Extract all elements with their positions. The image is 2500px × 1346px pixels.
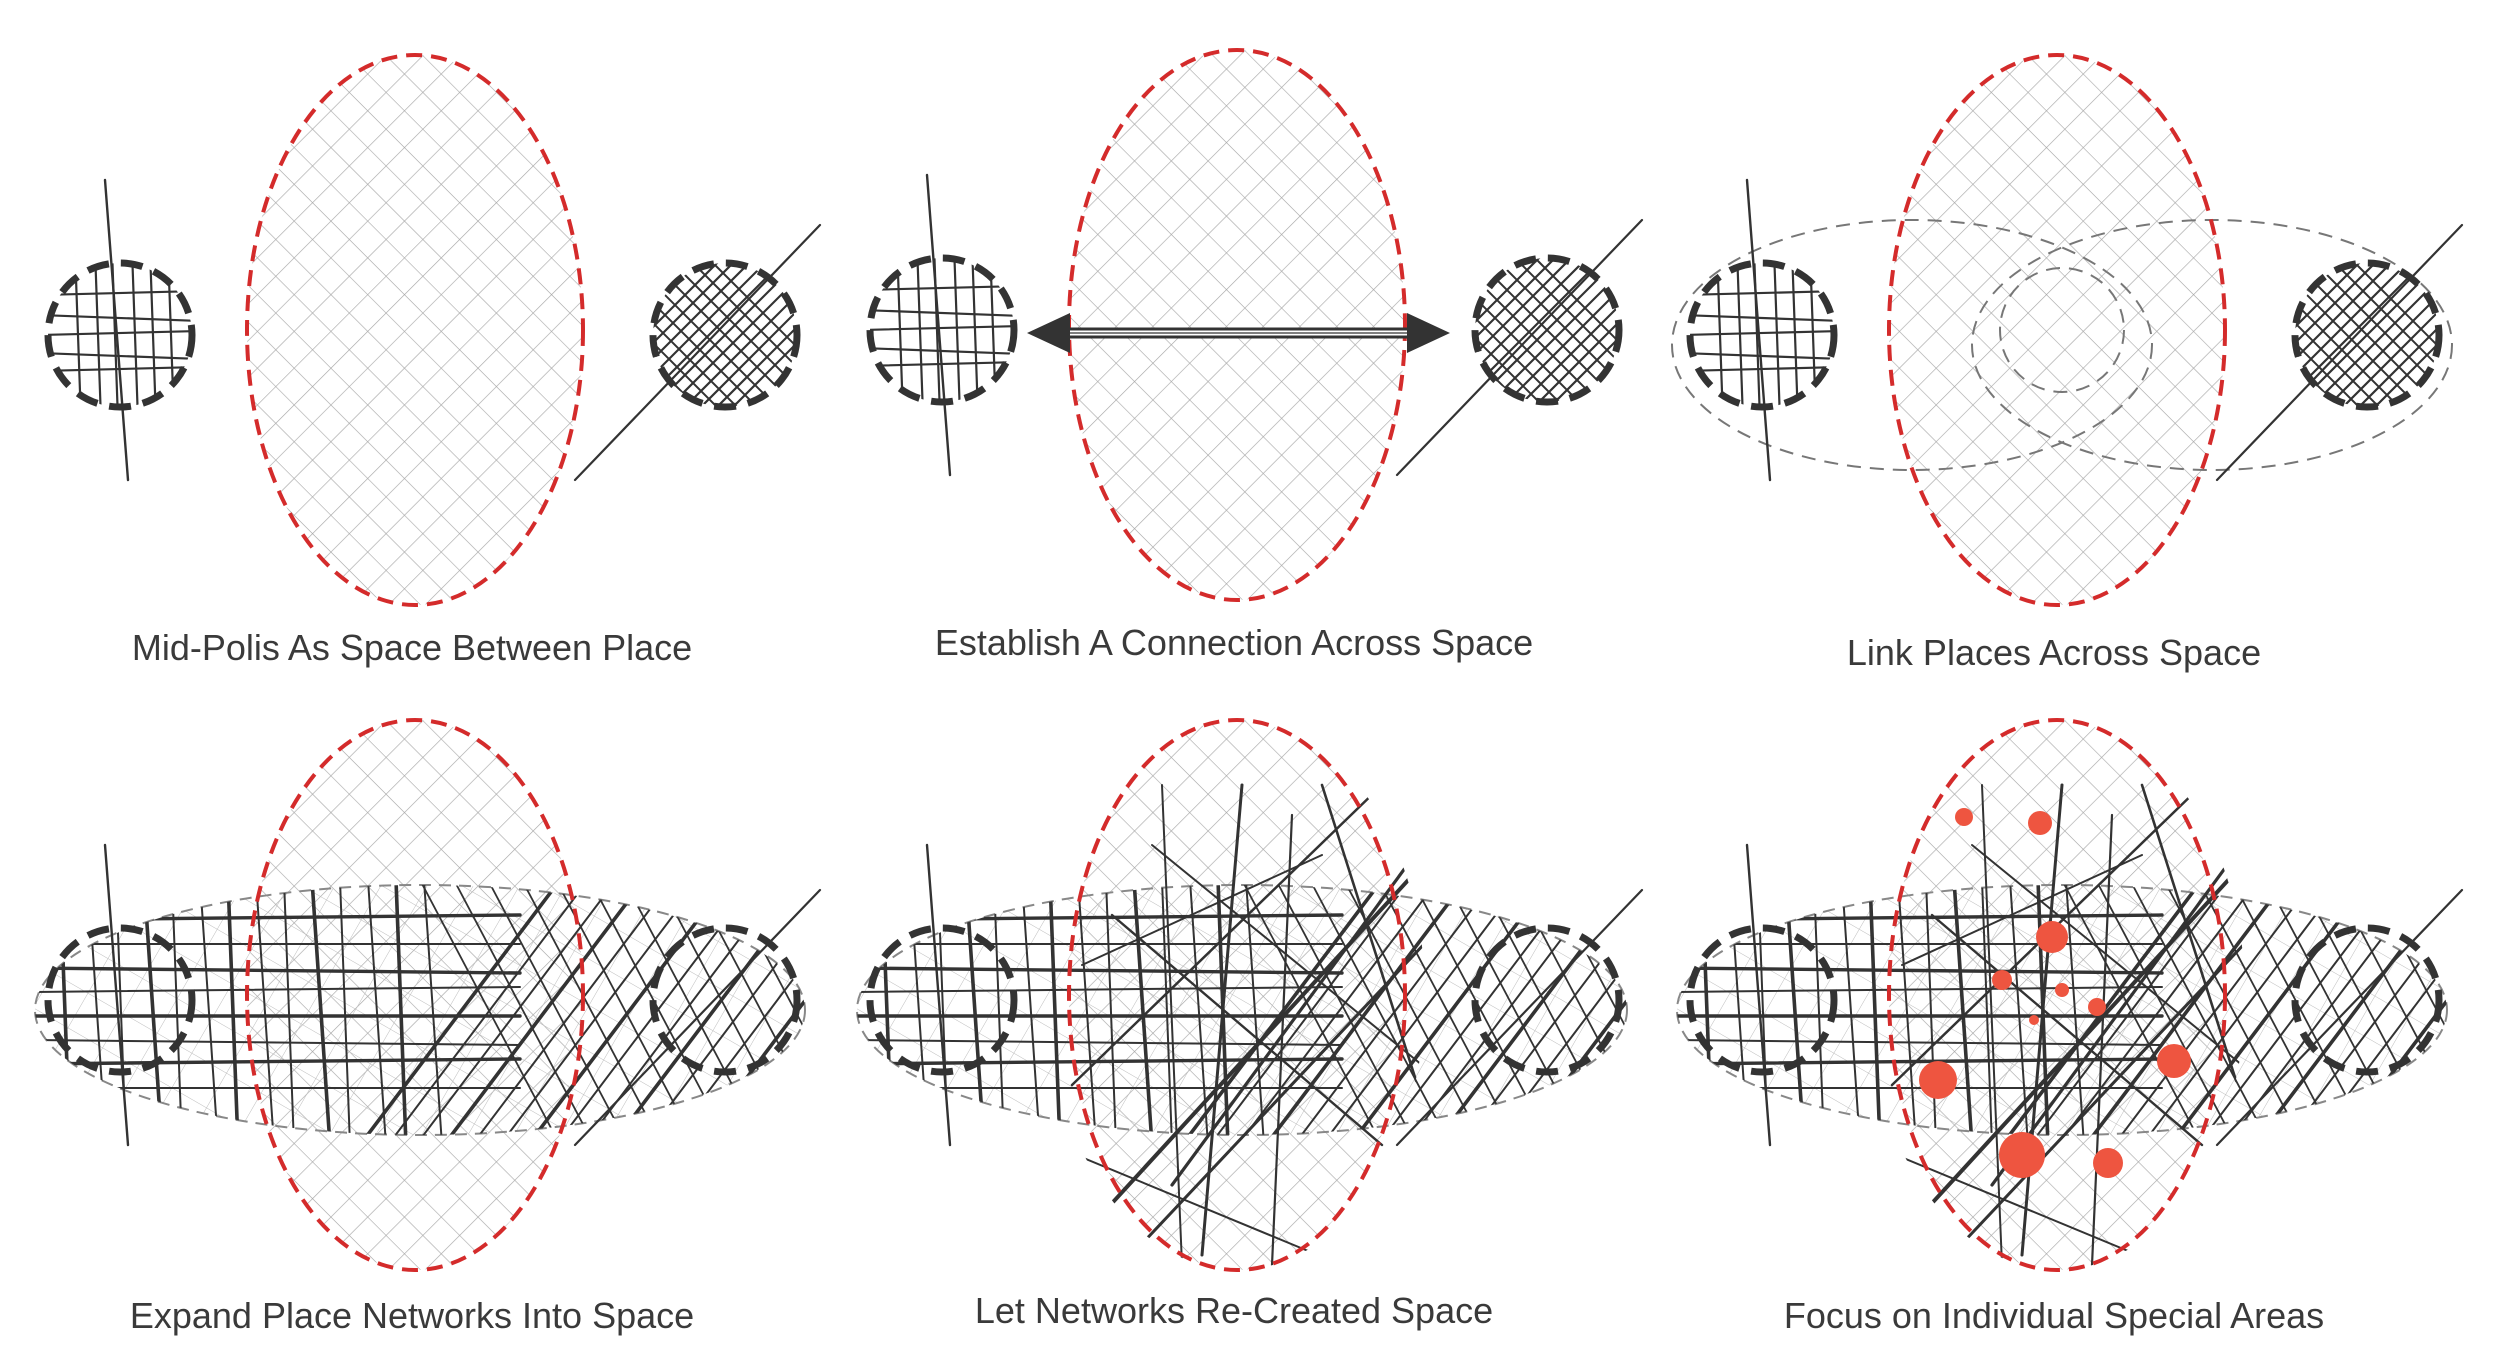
panel-6-caption: Focus on Individual Special Areas — [1784, 1295, 2324, 1336]
panel-4-artwork — [34, 718, 822, 1272]
special-area-1 — [1955, 808, 1973, 826]
space-mesh — [247, 55, 583, 605]
right-place-boundary — [1471, 924, 1623, 1076]
panel-1: Mid-Polis As Space Between Place — [44, 53, 822, 668]
space-mesh — [1069, 50, 1405, 600]
space-boundary — [245, 718, 585, 1272]
panel-5-artwork — [856, 718, 1644, 1272]
network-field — [856, 884, 1628, 1136]
special-area-5 — [2055, 983, 2069, 997]
left-place-boundary — [1686, 924, 1838, 1076]
space-network-lines — [1051, 783, 1425, 1267]
network-field — [1676, 884, 2448, 1136]
left-place-axis — [1745, 178, 1772, 482]
space-boundary — [245, 53, 585, 607]
network-field — [34, 884, 806, 1136]
space-mesh — [1889, 55, 2225, 605]
space-boundary — [1887, 53, 2227, 607]
arrow-head-right — [1407, 313, 1450, 353]
right-place-grid — [2295, 263, 2439, 407]
left-place-boundary — [44, 924, 196, 1076]
network-right-axis — [2215, 888, 2464, 1147]
special-area-2 — [2028, 811, 2052, 835]
left-place-grid — [1690, 263, 1834, 407]
network-right-axis — [573, 888, 822, 1147]
special-area-8 — [2157, 1044, 2191, 1078]
right-place-boundary — [649, 259, 801, 411]
panel-2-artwork — [866, 48, 1644, 602]
space-boundary — [1067, 718, 1407, 1272]
left-place-boundary — [44, 259, 196, 411]
left-place-axis — [925, 173, 952, 477]
panel-6-artwork — [1676, 718, 2464, 1272]
special-area-4 — [1992, 970, 2012, 990]
network-left-axis — [103, 843, 130, 1147]
panel-6: Focus on Individual Special Areas — [1676, 718, 2464, 1336]
left-place-grid — [48, 263, 192, 407]
left-place-axis — [103, 178, 130, 482]
panel-5-caption: Let Networks Re-Created Space — [975, 1290, 1493, 1331]
left-link-ellipse — [1671, 219, 2153, 471]
panel-5: Let Networks Re-Created Space — [856, 718, 1644, 1331]
right-place-axis — [573, 223, 822, 482]
left-place-boundary — [1686, 259, 1838, 411]
left-place-boundary — [866, 254, 1018, 406]
panel-3: Link Places Across Space — [1671, 53, 2464, 673]
special-area-6 — [2088, 998, 2106, 1016]
special-area-7 — [2029, 1015, 2039, 1025]
right-place-grid — [1475, 258, 1619, 402]
special-area-3 — [2036, 921, 2068, 953]
left-place-boundary — [866, 924, 1018, 1076]
right-place-axis — [1395, 218, 1644, 477]
network-right-axis — [1395, 888, 1644, 1147]
right-place-grid — [653, 263, 797, 407]
network-left-axis — [925, 843, 952, 1147]
right-place-boundary — [2291, 259, 2443, 411]
panel-1-artwork — [44, 53, 822, 607]
panel-2-caption: Establish A Connection Across Space — [935, 622, 1533, 663]
connection-arrow — [1027, 313, 1450, 353]
network-left-axis — [1745, 843, 1772, 1147]
right-place-axis — [2215, 223, 2464, 482]
panel-4-caption: Expand Place Networks Into Space — [130, 1295, 694, 1336]
panel-4: Expand Place Networks Into Space — [34, 718, 822, 1336]
panel-3-caption: Link Places Across Space — [1847, 632, 2261, 673]
special-area-11 — [2093, 1148, 2123, 1178]
network-lines — [857, 885, 1627, 1135]
left-place-grid — [870, 258, 1014, 402]
right-place-boundary — [649, 924, 801, 1076]
space-boundary — [1887, 718, 2227, 1272]
link-overlap-circle — [1999, 267, 2125, 393]
panel-3-artwork — [1671, 53, 2464, 607]
panel-1-caption: Mid-Polis As Space Between Place — [132, 627, 692, 668]
right-place-boundary — [1471, 254, 1623, 406]
arrow-head-left — [1027, 313, 1070, 353]
panel-2: Establish A Connection Across Space — [866, 48, 1644, 663]
right-place-boundary — [2291, 924, 2443, 1076]
special-area-10 — [1999, 1132, 2045, 1178]
special-area-9 — [1919, 1061, 1957, 1099]
